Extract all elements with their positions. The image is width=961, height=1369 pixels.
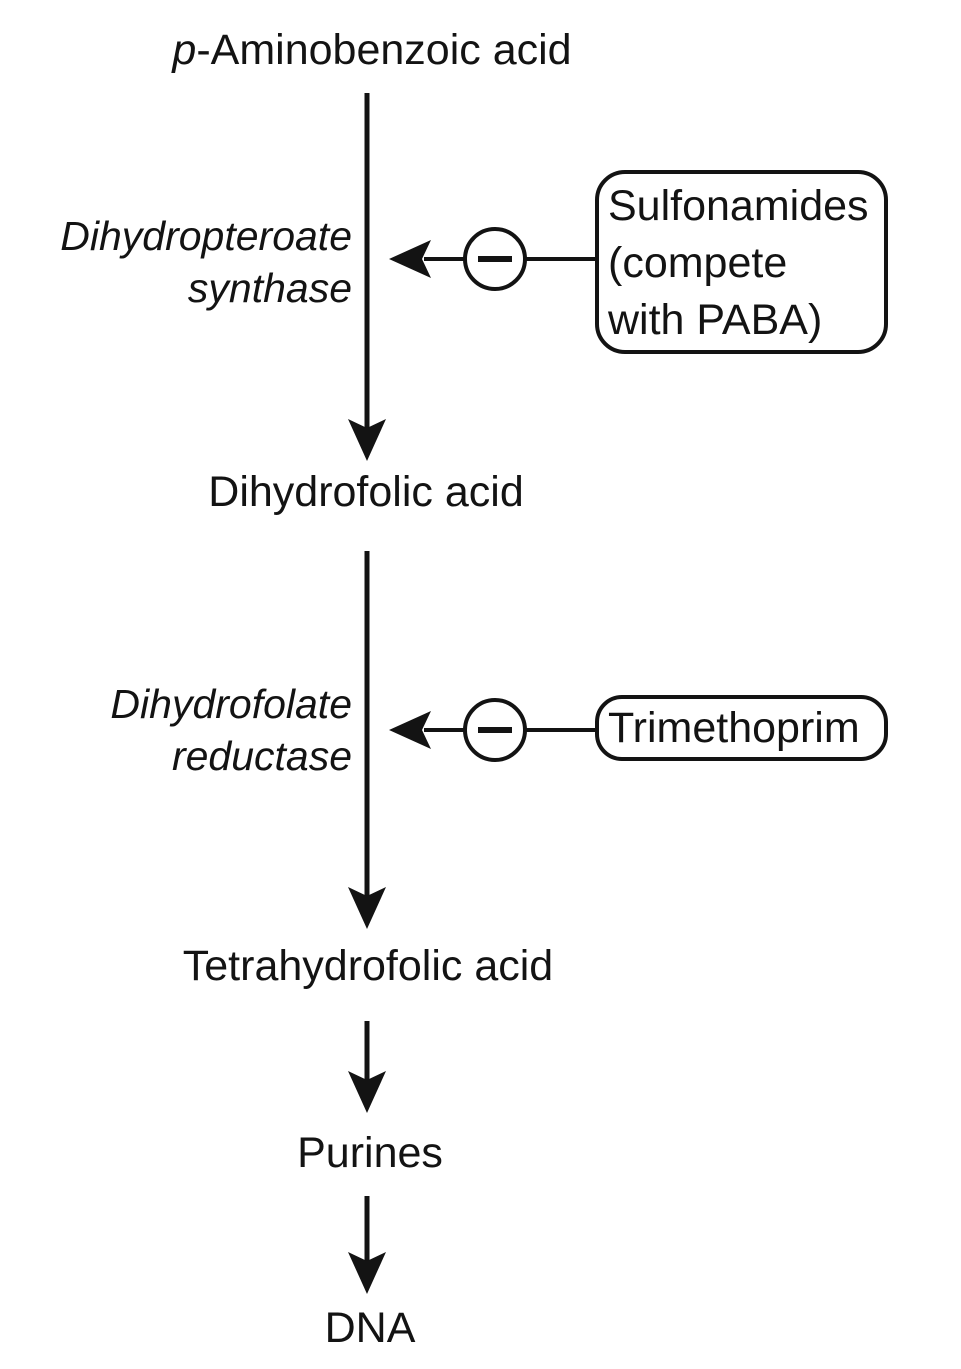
node-tetrahydrofolic-acid: Tetrahydrofolic acid: [182, 942, 554, 990]
node-paba-italic-prefix: p: [172, 26, 197, 74]
inhibitor-line: with PABA): [608, 296, 823, 344]
inhibition-arrow-trimethoprim-icon: [389, 698, 595, 762]
inhibitor-line: Sulfonamides: [608, 182, 869, 230]
enzyme-dihydropteroate-synthase: Dihydropteroate synthase: [0, 210, 352, 314]
node-dna: DNA: [324, 1304, 416, 1352]
inhibitor-box-trimethoprim: Trimethoprim: [595, 695, 888, 761]
enzyme-line: Dihydropteroate: [60, 213, 352, 259]
node-purines: Purines: [297, 1129, 443, 1177]
inhibitor-line: (compete: [608, 239, 788, 287]
flow-arrow-down-2-icon: [348, 551, 386, 929]
flow-arrow-down-3-icon: [348, 1021, 386, 1113]
inhibition-arrow-sulfonamides-icon: [389, 227, 595, 291]
enzyme-line: Dihydrofolate: [110, 681, 352, 727]
node-p-aminobenzoic-acid: p-Aminobenzoic acid: [172, 29, 571, 72]
enzyme-line: reductase: [171, 733, 352, 779]
inhibitor-box-sulfonamides: Sulfonamides (compete with PABA): [595, 170, 888, 354]
flow-arrow-down-4-icon: [348, 1196, 386, 1294]
node-dihydrofolic-acid: Dihydrofolic acid: [208, 468, 524, 516]
enzyme-line: synthase: [187, 265, 352, 311]
enzyme-dihydrofolate-reductase: Dihydrofolate reductase: [0, 678, 352, 782]
node-paba-text: -Aminobenzoic acid: [196, 26, 572, 74]
flow-arrow-down-1-icon: [348, 93, 386, 461]
